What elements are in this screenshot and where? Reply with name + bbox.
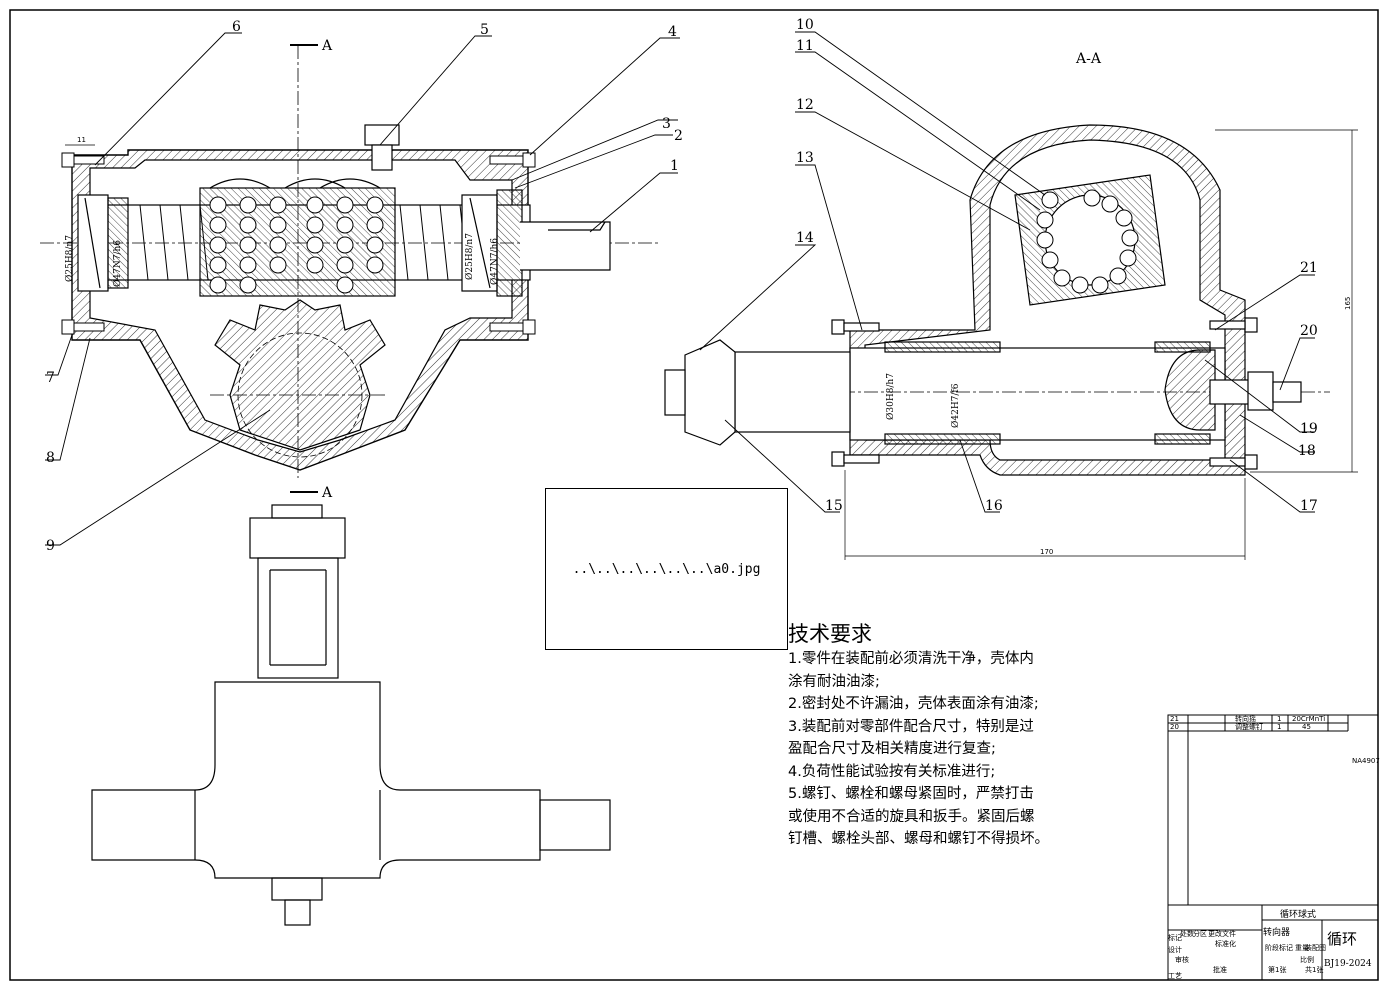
section-label-top: A bbox=[321, 38, 333, 54]
dim-11: 11 bbox=[77, 136, 86, 144]
svg-text:更改文件: 更改文件 bbox=[1208, 929, 1236, 938]
main-section-view bbox=[40, 44, 660, 493]
dim-170: 170 bbox=[1040, 548, 1053, 556]
svg-text:审核: 审核 bbox=[1175, 955, 1189, 964]
leaders-left bbox=[45, 32, 680, 546]
tech-line: 3.装配前对零部件配合尺寸，特别是过 bbox=[788, 718, 1034, 735]
drawing-frame bbox=[9, 9, 1379, 981]
image-placeholder-path: ..\..\..\..\..\..\a0.jpg bbox=[572, 561, 761, 577]
fit-label-5: Ø30H8/h7 bbox=[885, 373, 896, 420]
bom-no-21: 21 bbox=[1170, 715, 1179, 723]
fit-label-3: Ø25H8/n7 bbox=[464, 233, 475, 280]
part-number-4: 4 bbox=[668, 24, 677, 40]
svg-text:分区: 分区 bbox=[1193, 929, 1207, 938]
technical-requirements: 技术要求 1.零件在装配前必须清洗干净，壳体内 涂有耐油油漆; 2.密封处不许漏… bbox=[788, 620, 1098, 851]
bom-name-21: 转向摇 bbox=[1235, 714, 1256, 723]
part-number-18: 18 bbox=[1298, 443, 1316, 459]
title-block bbox=[1167, 714, 1379, 981]
part-number-19: 19 bbox=[1300, 421, 1318, 437]
part-number-10: 10 bbox=[796, 17, 814, 33]
svg-text:第1张: 第1张 bbox=[1268, 965, 1286, 974]
title-name-2: 转向器 bbox=[1263, 926, 1290, 938]
tech-line: 钉槽、螺栓头部、螺母和螺钉不得损坏。 bbox=[788, 831, 1049, 847]
fit-label-6: Ø42H7/f6 bbox=[950, 383, 961, 428]
svg-text:处数: 处数 bbox=[1180, 929, 1194, 938]
title-block-labels: 标记 处数 分区 更改文件 标准化 设计 审核 工艺 批准 阶段标记 重量 比例… bbox=[1168, 929, 1326, 980]
bom-qty-21: 1 bbox=[1277, 715, 1281, 723]
bom-no-20: 20 bbox=[1170, 723, 1179, 731]
tech-line: 2.密封处不许漏油，壳体表面涂有油漆; bbox=[788, 696, 1039, 712]
svg-text:标记: 标记 bbox=[1168, 933, 1182, 942]
part-number-1: 1 bbox=[670, 158, 679, 174]
image-placeholder-box: ..\..\..\..\..\..\a0.jpg bbox=[545, 488, 788, 650]
tech-line: 盈配合尺寸及相关精度进行复查; bbox=[788, 741, 996, 757]
tech-line: 5.螺钉、螺栓和螺母紧固时，严禁打击 bbox=[788, 786, 1034, 802]
part-number-14: 14 bbox=[796, 230, 814, 246]
tech-line: 或使用不合适的旋具和扳手。紧固后螺 bbox=[788, 808, 1035, 825]
svg-text:工艺: 工艺 bbox=[1168, 972, 1182, 980]
part-number-13: 13 bbox=[796, 150, 814, 166]
part-number-15: 15 bbox=[825, 498, 843, 514]
section-label-bottom: A bbox=[321, 485, 333, 501]
bom-qty-20: 1 bbox=[1277, 723, 1281, 731]
part-number-12: 12 bbox=[796, 97, 814, 113]
svg-text:比例: 比例 bbox=[1300, 955, 1314, 964]
part-number-7: 7 bbox=[46, 370, 55, 386]
bom-mat-21: 20CrMnTi bbox=[1292, 715, 1325, 723]
tech-title: 技术要求 bbox=[788, 622, 872, 646]
part-number-9: 9 bbox=[46, 538, 55, 554]
fit-label-1: Ø25H8/n7 bbox=[64, 235, 75, 282]
top-view bbox=[91, 504, 611, 926]
part-number-3: 3 bbox=[662, 116, 671, 132]
bom-mat-20: 45 bbox=[1302, 723, 1311, 731]
fit-label-4: Ø47N7/h6 bbox=[489, 238, 500, 285]
tech-line: 4.负荷性能试验按有关标准进行; bbox=[788, 763, 996, 780]
section-title-aa: A-A bbox=[1075, 51, 1102, 67]
title-name-1: 循环球式 bbox=[1280, 908, 1316, 920]
dim-165: 165 bbox=[1344, 297, 1352, 310]
tech-line: 涂有耐油油漆; bbox=[788, 673, 880, 690]
part-number-6: 6 bbox=[232, 19, 241, 35]
svg-text:标准化: 标准化 bbox=[1215, 939, 1236, 948]
svg-text:阶段标记: 阶段标记 bbox=[1265, 943, 1293, 952]
part-number-5: 5 bbox=[480, 22, 489, 38]
svg-text:设计: 设计 bbox=[1168, 945, 1182, 954]
tech-line: 1.零件在装配前必须清洗干净，壳体内 bbox=[788, 651, 1034, 667]
part-number-8: 8 bbox=[46, 450, 55, 466]
bom-name-20: 调整螺钉 bbox=[1235, 722, 1263, 731]
svg-text:重量: 重量 bbox=[1295, 944, 1309, 952]
fit-label-2: Ø47N7/h6 bbox=[112, 240, 123, 287]
part-number-16: 16 bbox=[985, 498, 1003, 514]
part-number-17: 17 bbox=[1300, 498, 1318, 514]
drawing-code: BJ19-2024 bbox=[1324, 959, 1372, 969]
part-number-21: 21 bbox=[1300, 260, 1318, 276]
title-name-3: 循环 bbox=[1327, 930, 1357, 948]
svg-text:共1张: 共1张 bbox=[1305, 965, 1323, 974]
part-number-11: 11 bbox=[796, 38, 814, 54]
leaders-right bbox=[699, 31, 1315, 513]
bom-std: NA4907 bbox=[1352, 757, 1380, 765]
part-number-20: 20 bbox=[1300, 323, 1318, 339]
part-number-2: 2 bbox=[674, 128, 683, 144]
svg-text:批准: 批准 bbox=[1213, 965, 1227, 974]
svg-text:装配图: 装配图 bbox=[1305, 943, 1326, 952]
